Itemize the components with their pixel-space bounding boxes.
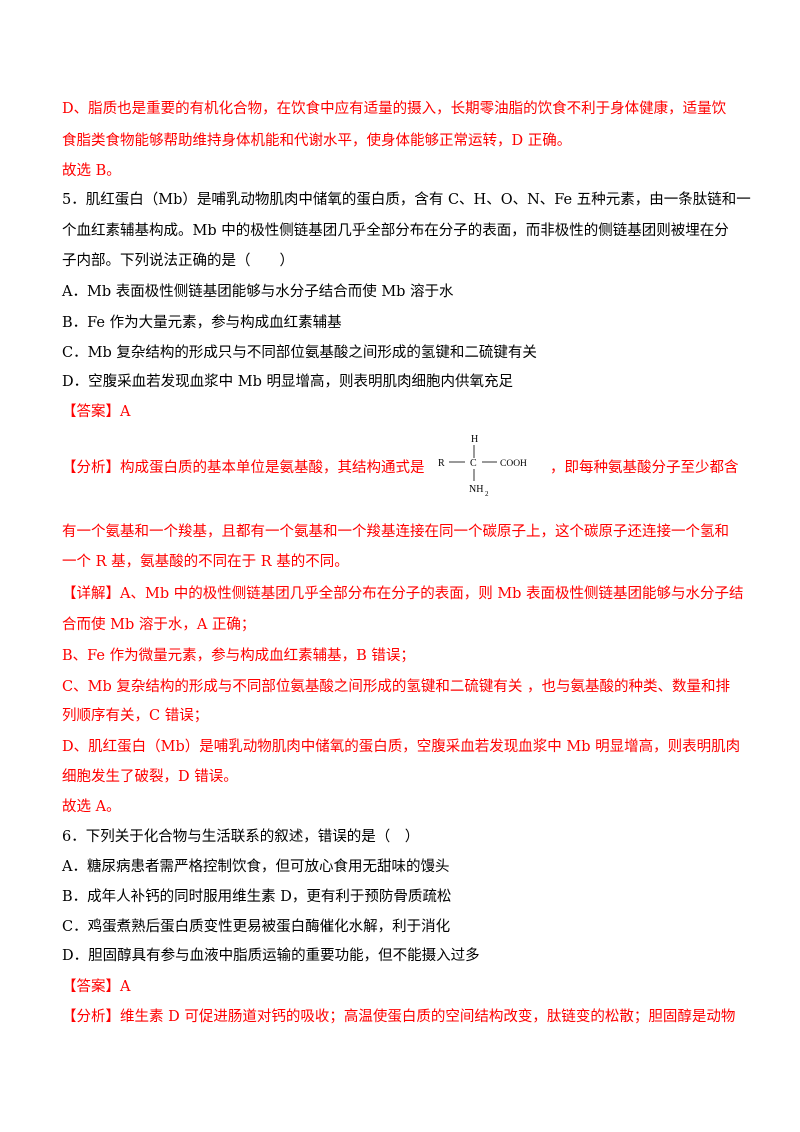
q5-detail-d2: 细胞发生了破裂，D 错误。 [62, 769, 238, 785]
q5-stem-line2: 个血红素辅基构成。Mb 中的极性侧链基团几乎全部分布在分子的表面，而非极性的侧链… [62, 223, 729, 239]
q5-option-c: C．Mb 复杂结构的形成只与不同部位氨基酸之间形成的氢键和二硫键有关 [62, 345, 537, 361]
q5-detail-d1: D、肌红蛋白（Mb）是哺乳动物肌肉中储氧的蛋白质，空腹采血若发现血浆中 Mb 明… [62, 739, 741, 755]
q5-answer: 【答案】A [62, 404, 131, 420]
prev-choose: 故选 B。 [62, 163, 121, 179]
q6-option-d: D．胆固醇具有参与血液中脂质运输的重要功能，但不能摄入过多 [62, 948, 480, 964]
q5-analysis-line2: 有一个氨基和一个羧基，且都有一个氨基和一个羧基连接在同一个碳原子上，这个碳原子还… [62, 524, 729, 540]
q5-detail-line2: 合而使 Mb 溶于水，A 正确； [62, 617, 256, 633]
q5-analysis-line3: 一个 R 基，氨基酸的不同在于 R 基的不同。 [62, 554, 349, 570]
q6-option-c: C．鸡蛋煮熟后蛋白质变性更易被蛋白酶催化水解，利于消化 [62, 919, 451, 935]
q5-option-d: D．空腹采血若发现血浆中 Mb 明显增高，则表明肌肉细胞内供氧充足 [62, 374, 513, 390]
q5-stem-line1: 5．肌红蛋白（Mb）是哺乳动物肌肉中储氧的蛋白质，含有 C、H、O、N、Fe 五… [62, 192, 751, 208]
q5-detail-line1: 【详解】A、Mb 中的极性侧链基团几乎全部分布在分子的表面，则 Mb 表面极性侧… [62, 586, 744, 602]
q6-analysis: 【分析】维生素 D 可促进肠道对钙的吸收；高温使蛋白质的空间结构改变，肽链变的松… [62, 1009, 736, 1025]
formula-cooh: COOH [500, 459, 527, 469]
q5-analysis-right: ，即每种氨基酸分子至少都含 [550, 460, 739, 476]
q5-analysis-left: 【分析】构成蛋白质的基本单位是氨基酸，其结构通式是 [62, 460, 425, 476]
q5-stem-line3: 子内部。下列说法正确的是（ ） [62, 253, 294, 269]
prev-explanation-d-line2: 食脂类食物能够帮助维持身体机能和代谢水平，使身体能够正常运转，D 正确。 [62, 133, 572, 149]
formula-r: R [438, 458, 445, 469]
amino-acid-formula: H R C COOH NH 2 [436, 430, 548, 502]
q5-option-b: B．Fe 作为大量元素，参与构成血红素辅基 [62, 315, 342, 331]
q6-answer: 【答案】A [62, 979, 131, 995]
q5-option-a: A．Mb 表面极性侧链基团能够与水分子结合而使 Mb 溶于水 [62, 284, 454, 300]
q5-choose: 故选 A。 [62, 799, 121, 815]
q5-detail-b: B、Fe 作为微量元素，参与构成血红素辅基，B 错误； [62, 648, 415, 664]
formula-sub2: 2 [485, 490, 489, 498]
prev-explanation-d-line1: D、脂质也是重要的有机化合物，在饮食中应有适量的摄入，长期零油脂的饮食不利于身体… [62, 101, 727, 117]
q5-detail-c2: 列顺序有关，C 错误； [62, 708, 209, 724]
formula-nh: NH [469, 484, 483, 495]
q6-option-b: B．成年人补钙的同时服用维生素 D，更有利于预防骨质疏松 [62, 889, 452, 905]
q5-detail-c1: C、Mb 复杂结构的形成与不同部位氨基酸之间形成的氢键和二硫键有关 ，也与氨基酸… [62, 679, 730, 695]
q6-stem: 6．下列关于化合物与生活联系的叙述，错误的是（ ） [62, 829, 420, 845]
formula-h: H [471, 434, 478, 445]
q6-option-a: A．糖尿病患者需严格控制饮食，但可放心食用无甜味的馒头 [62, 859, 450, 875]
formula-c: C [470, 458, 477, 469]
